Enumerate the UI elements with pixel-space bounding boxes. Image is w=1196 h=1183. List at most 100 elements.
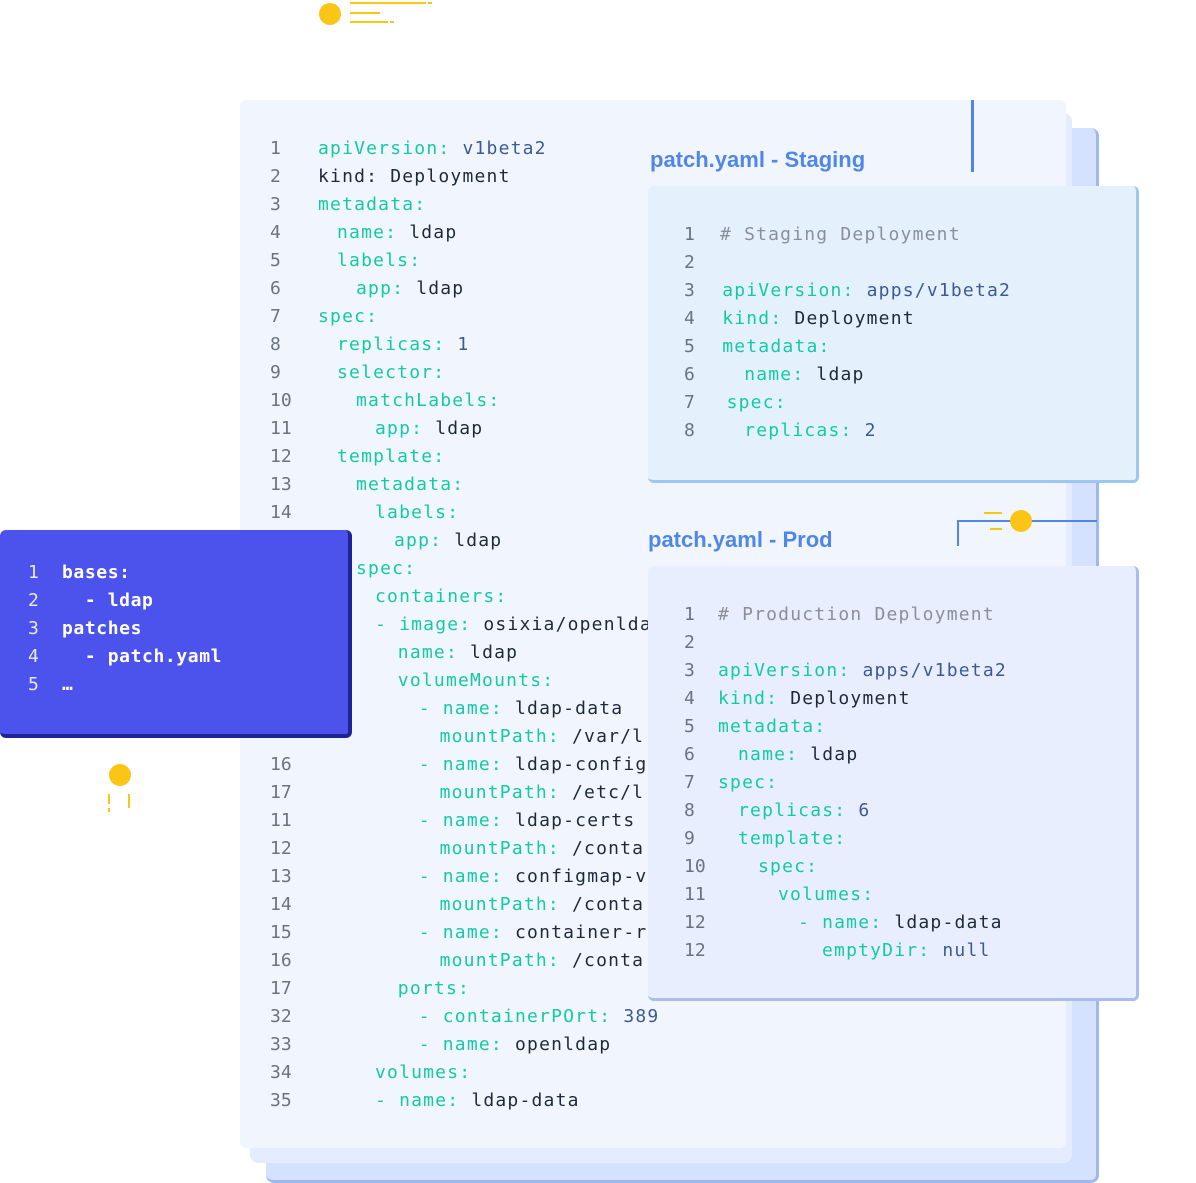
- line-number: 6: [684, 744, 695, 765]
- decor-dash: [428, 2, 432, 4]
- line-number: 3: [684, 660, 695, 681]
- staging-title: patch.yaml - Staging: [650, 147, 866, 172]
- yaml-value: /conta: [572, 838, 645, 859]
- yaml-key: template:: [337, 446, 446, 467]
- line-number: 8: [684, 800, 695, 821]
- yaml-key: name:: [744, 364, 817, 385]
- decor-dash: [128, 794, 130, 808]
- code-line: emptyDir: null: [822, 937, 991, 965]
- yaml-key: emptyDir:: [822, 940, 943, 961]
- list-dash: -: [418, 1034, 443, 1055]
- yaml-value: /conta: [572, 950, 645, 971]
- line-number: 2: [684, 252, 695, 273]
- line-number: 11: [270, 810, 292, 831]
- yaml-key: containerPOrt:: [442, 1006, 624, 1027]
- line-number: 14: [270, 502, 292, 523]
- decor-dash: [350, 12, 380, 14]
- yaml-value: ldap: [454, 530, 503, 551]
- decor-dash: [990, 528, 1002, 530]
- line-number: 10: [684, 856, 706, 877]
- code-line: - name: ldap-data: [798, 909, 1003, 937]
- yaml-key: volumes:: [375, 1062, 472, 1083]
- list-dash: -: [418, 810, 443, 831]
- yaml-value: /conta: [572, 894, 645, 915]
- code-line: mountPath: /var/l: [440, 723, 645, 751]
- yaml-key: mountPath:: [439, 726, 572, 747]
- yaml-key: metadata:: [718, 716, 827, 737]
- code-line: spec:: [727, 389, 787, 417]
- line-number: 9: [270, 362, 281, 383]
- yaml-value: apps/v1beta2: [866, 280, 1012, 301]
- yaml-value: Deployment: [390, 166, 511, 187]
- code-line: metadata:: [318, 191, 426, 219]
- line-number: 3: [28, 618, 39, 639]
- code-line: spec:: [718, 769, 778, 797]
- yaml-key: mountPath:: [439, 838, 572, 859]
- code-line: ports:: [398, 975, 470, 1003]
- yaml-key: app:: [394, 530, 455, 551]
- yaml-value: 1: [457, 334, 470, 355]
- yaml-value: null: [942, 940, 991, 961]
- yaml-key: spec:: [356, 558, 417, 579]
- yaml-value: container-r: [515, 922, 648, 943]
- line-number: 4: [28, 646, 39, 667]
- code-line: mountPath: /etc/l: [440, 779, 645, 807]
- yaml-key: name:: [822, 912, 895, 933]
- list-dash: -: [418, 922, 443, 943]
- code-line: mountPath: /conta: [440, 835, 645, 863]
- code-line: volumeMounts:: [398, 667, 554, 695]
- yaml-key: name:: [397, 642, 471, 663]
- code-line: - name: ldap-config: [419, 751, 648, 779]
- line-number: 9: [684, 828, 695, 849]
- yaml-key: metadata:: [356, 474, 465, 495]
- line-number: 7: [270, 306, 281, 327]
- list-dash: -: [418, 698, 443, 719]
- code-line: replicas: 1: [337, 331, 469, 359]
- yaml-value: configmap-v: [515, 866, 648, 887]
- list-dash: -: [418, 754, 443, 775]
- line-number: 11: [270, 418, 292, 439]
- line-number: 32: [270, 1006, 292, 1027]
- line-number: 8: [270, 334, 281, 355]
- code-line: - name: ldap-data: [419, 695, 624, 723]
- yaml-key: name:: [442, 1034, 515, 1055]
- code-line: # Production Deployment: [718, 601, 995, 629]
- yaml-key: name:: [442, 922, 515, 943]
- line-number: 15: [270, 922, 292, 943]
- yaml-value: ldap: [470, 642, 519, 663]
- code-line: - name: container-r: [419, 919, 648, 947]
- list-dash: -: [375, 614, 400, 635]
- line-number: 6: [270, 278, 281, 299]
- yaml-key: kind:: [318, 166, 391, 187]
- code-line: - image: osixia/openlda: [375, 611, 652, 639]
- code-line: apiVersion: apps/v1beta2: [718, 657, 1007, 685]
- list-dash: -: [418, 866, 443, 887]
- code-line: template:: [738, 825, 846, 853]
- line-number: 16: [270, 754, 292, 775]
- code-line: kind: Deployment: [318, 163, 511, 191]
- code-line: name: ldap: [738, 741, 858, 769]
- line-number: 3: [684, 280, 695, 301]
- yaml-value: ldap-certs: [515, 810, 636, 831]
- yaml-value: 389: [623, 1006, 660, 1027]
- yaml-key: name:: [337, 222, 410, 243]
- yaml-key: selector:: [337, 362, 446, 383]
- yaml-value: osixia/openlda: [483, 614, 652, 635]
- line-number: 13: [270, 474, 292, 495]
- code-line: selector:: [337, 359, 445, 387]
- yaml-value: 6: [858, 800, 871, 821]
- code-line: - patch.yaml: [62, 646, 223, 667]
- code-line: containers:: [375, 583, 507, 611]
- code-line: app: ldap: [375, 415, 483, 443]
- yaml-value: ldap: [409, 222, 458, 243]
- decor-dash: [108, 794, 110, 804]
- code-line: mountPath: /conta: [440, 947, 645, 975]
- yaml-key: volumes:: [778, 884, 875, 905]
- yaml-value: ldap: [816, 364, 865, 385]
- line-number: 1: [684, 604, 695, 625]
- decor-dash: [350, 2, 426, 4]
- code-line: bases:: [62, 562, 131, 583]
- line-number: 4: [684, 308, 695, 329]
- line-number: 12: [684, 940, 706, 961]
- yaml-value: apps/v1beta2: [862, 660, 1007, 681]
